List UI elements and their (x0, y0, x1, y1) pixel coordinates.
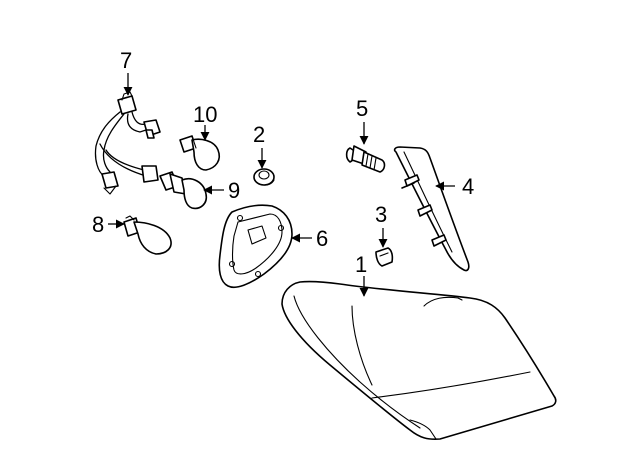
callout-5: 5 (356, 96, 368, 121)
bulb-10 (179, 135, 221, 171)
callout-1: 1 (355, 252, 367, 277)
gasket (218, 204, 293, 289)
bulb-8 (123, 215, 172, 255)
tail-lamp-assembly (281, 280, 557, 441)
callout-4: 4 (462, 174, 474, 199)
callout-labels: 1 2 3 4 5 6 7 8 9 10 (92, 48, 474, 277)
callout-3: 3 (375, 202, 387, 227)
callout-2: 2 (253, 122, 265, 147)
bulb-9 (159, 171, 208, 210)
clip (375, 247, 394, 267)
callout-8: 8 (92, 212, 104, 237)
wiring-harness (94, 91, 161, 195)
callout-7: 7 (120, 48, 132, 73)
grommet (253, 168, 275, 186)
garnish-trim (393, 146, 470, 272)
leader-lines (108, 73, 455, 297)
callout-6: 6 (316, 226, 328, 251)
screw (345, 145, 386, 173)
callout-9: 9 (228, 178, 240, 203)
callout-10: 10 (193, 102, 217, 127)
